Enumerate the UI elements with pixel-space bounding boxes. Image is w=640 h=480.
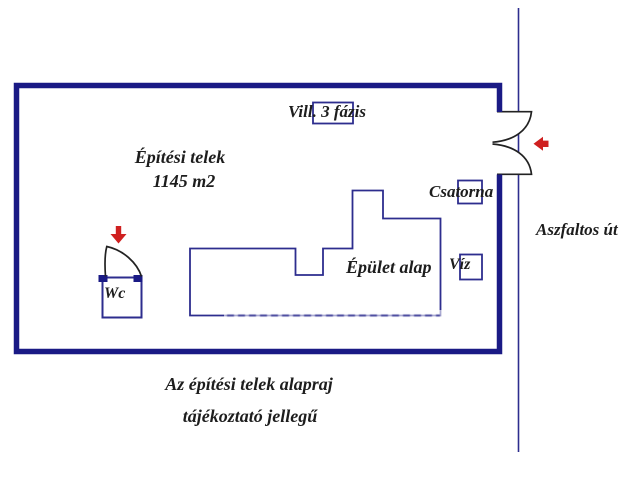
gate-lower-leaf — [492, 143, 533, 176]
wc-door-swing — [104, 245, 143, 277]
plot-area-label: 1145 m2 — [152, 171, 216, 191]
wc-label: Wc — [104, 285, 126, 302]
electric-label: Vill. 3 fázis — [288, 102, 366, 121]
building-label: Épület alap — [346, 257, 432, 277]
arrow-down-icon — [110, 226, 127, 244]
plot-label-line1: Építési telek — [134, 147, 226, 167]
arrow-left-icon — [533, 136, 549, 151]
wc-door-jamb-right — [133, 275, 143, 282]
caption-line1: Az építési telek alapraj — [165, 374, 333, 394]
caption-line2: tájékoztató jellegű — [182, 406, 318, 426]
wc-door-jamb-left — [98, 275, 108, 282]
sewer-box — [457, 179, 483, 205]
plot-boundary — [13, 82, 503, 355]
water-label: Víz — [449, 256, 471, 273]
building-outline — [189, 189, 442, 317]
wc-outline — [101, 276, 143, 319]
electric-meter-box — [312, 101, 354, 125]
sewer-label: Csatorna — [429, 182, 494, 201]
gate-upper-leaf — [492, 110, 533, 144]
watermark-smudge — [224, 310, 442, 321]
water-meter-box — [459, 253, 483, 281]
road-label: Aszfaltos út — [536, 220, 618, 239]
